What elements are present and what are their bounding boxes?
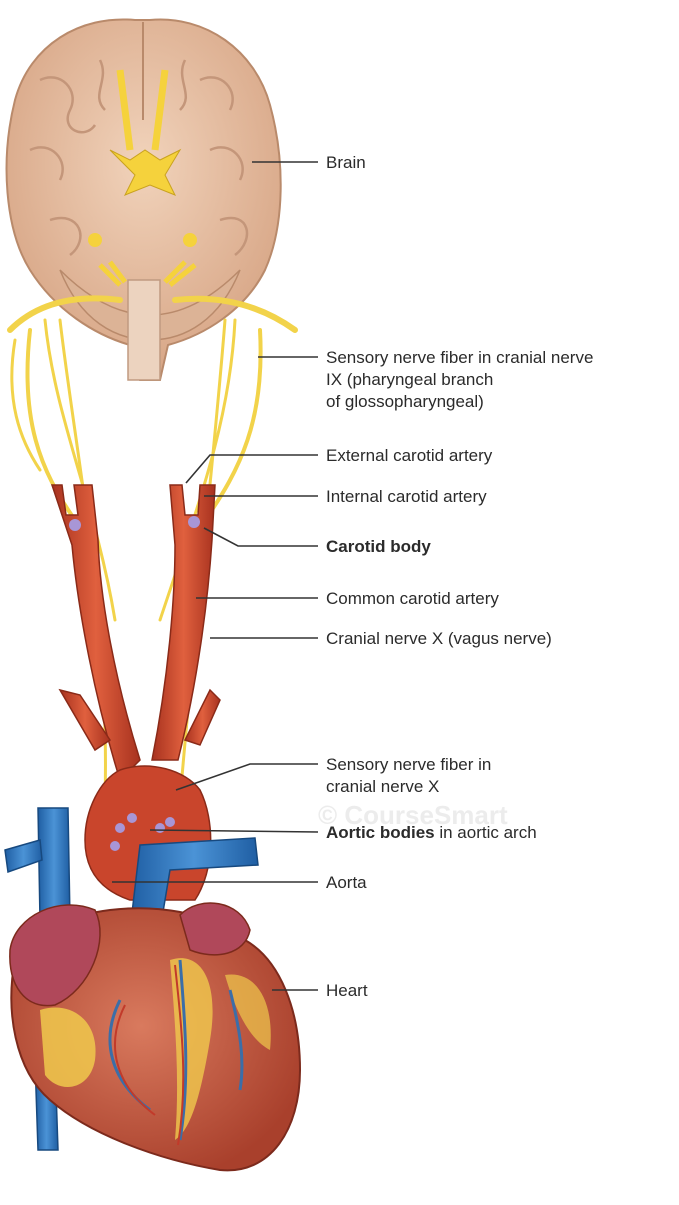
brain [5,18,282,381]
label-heart: Heart [326,981,368,1000]
label-sensory-ix-3: of glossopharyngeal) [326,392,484,411]
heart [9,902,302,1172]
label-internal-carotid: Internal carotid artery [326,487,487,506]
label-sensory-ix-2: IX (pharyngeal branch [326,370,494,389]
label-carotid-body: Carotid body [326,537,431,556]
watermark: © CourseSmart [318,800,508,830]
label-sensory-ix-1: Sensory nerve fiber in cranial nerve [326,348,594,367]
arteries [50,484,221,901]
label-external-carotid: External carotid artery [326,446,493,465]
label-vagus: Cranial nerve X (vagus nerve) [326,629,552,648]
label-brain: Brain [326,153,366,172]
label-aortic-bodies: Aortic bodies in aortic arch [326,822,537,843]
leader-lines [112,161,319,991]
label-sensory-x-1: Sensory nerve fiber in [326,755,492,774]
label-sensory-x-2: cranial nerve X [326,777,440,796]
label-aorta: Aorta [326,873,367,892]
veins [4,807,259,1151]
aortic-bodies-rest: in aortic arch [434,823,537,842]
label-common-carotid: Common carotid artery [326,589,499,608]
aortic-bodies-bold: Aortic bodies [326,823,435,842]
